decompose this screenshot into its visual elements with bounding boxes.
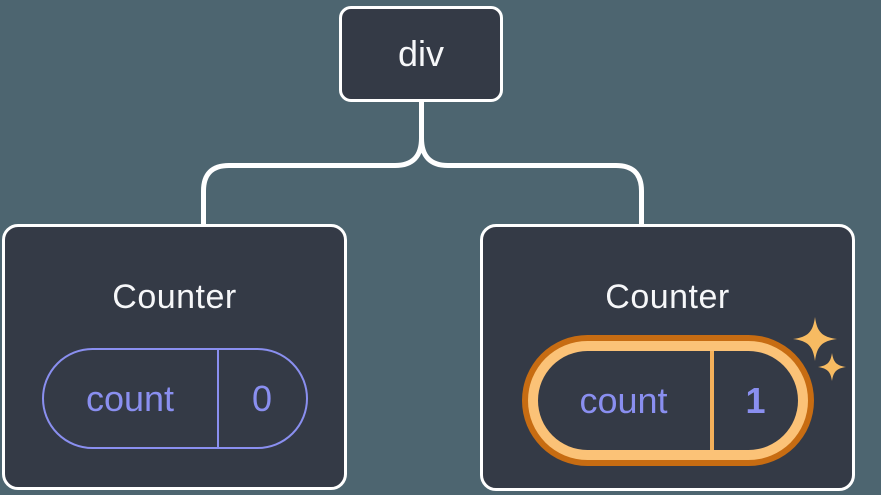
state-pill: count 0 [41,348,308,449]
state-key: count [85,377,175,419]
connector-left-branch [201,135,424,229]
state-pill: count 1 [537,351,798,450]
component-title: Counter [112,278,237,316]
sparkle-large [792,317,837,361]
highlight-ring-inner: count 1 [527,341,808,460]
state-value: 0 [251,377,273,419]
state-pill-highlighted: count 1 [521,317,846,466]
state-key: count [579,379,668,421]
counter-component-node-left: Counter count 0 [2,224,347,490]
root-node-div: div [339,6,503,102]
state-pill-divider [216,350,219,447]
component-title: Counter [605,278,730,316]
root-node-label: div [397,33,445,74]
state-value: 1 [745,379,766,421]
counter-component-node-right: Counter count 1 [480,224,855,491]
highlight-ring-outer: count 1 [521,335,814,466]
connector-right-branch [419,135,644,229]
state-pill-divider [709,351,714,450]
sparkle-small [817,353,846,381]
